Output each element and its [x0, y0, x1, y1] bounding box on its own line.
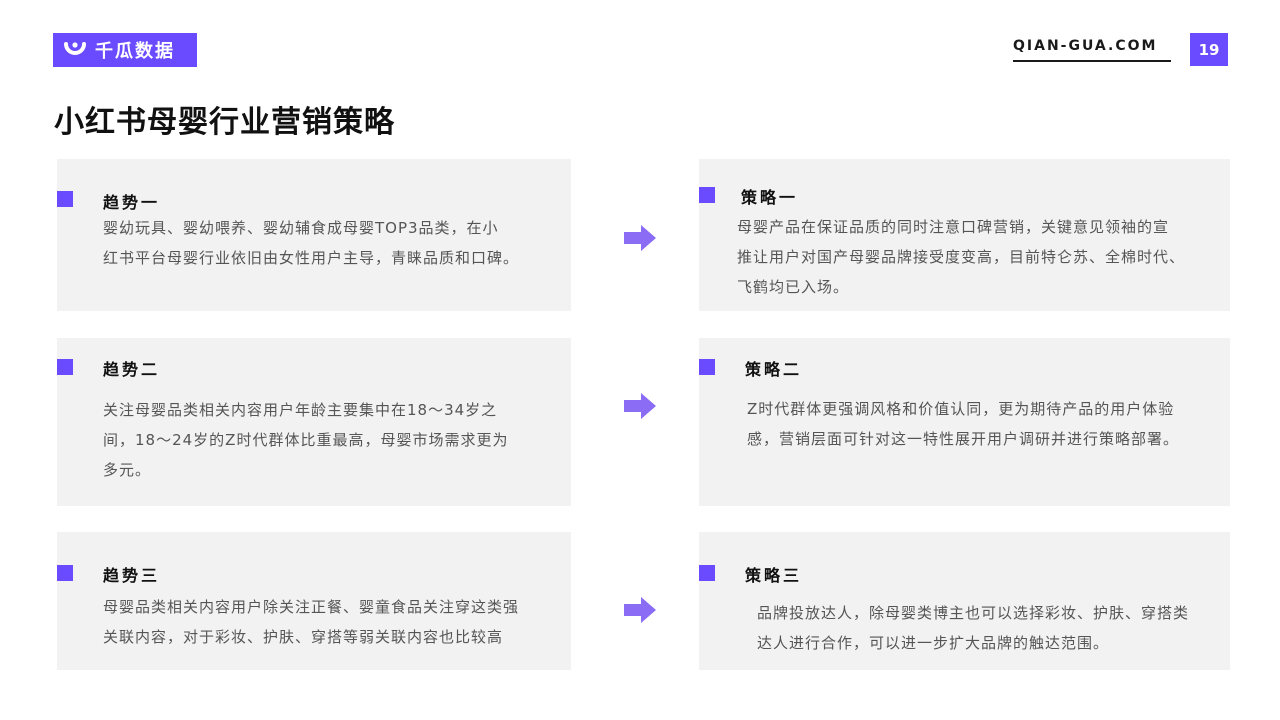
trend-text-line: 红书平台母婴行业依旧由女性用户主导，青睐品质和口碑。 [103, 249, 520, 267]
strategy-text-line: Z时代群体更强调风格和价值认同，更为期待产品的用户体验 [747, 400, 1175, 418]
brand-name: 千瓜数据 [95, 41, 175, 62]
trend-text-3: 母婴品类相关内容用户除关注正餐、婴童食品关注穿这类强 关联内容，对于彩妆、护肤、… [103, 592, 519, 652]
strategy-text-line: 感，营销层面可针对这一特性展开用户调研并进行策略部署。 [747, 430, 1180, 448]
trend-heading-3: 趋势三 [103, 566, 161, 585]
strategy-card-1 [699, 159, 1230, 311]
brand-logo: 千瓜数据 [53, 33, 197, 67]
trend-text-line: 间，18～24岁的Z时代群体比重最高，母婴市场需求更为 [103, 431, 509, 449]
strategy-bullet-1 [699, 187, 715, 203]
page-title: 小红书母婴行业营销策略 [54, 105, 395, 140]
strategy-text-1: 母婴产品在保证品质的同时注意口碑营销，关键意见领袖的宣 推让用户对国产母婴品牌接… [737, 212, 1185, 302]
trend-card-1 [57, 159, 571, 311]
trend-text-line: 婴幼玩具、婴幼喂养、婴幼辅食成母婴TOP3品类，在小 [103, 219, 499, 237]
strategy-heading-2: 策略二 [745, 360, 803, 379]
arrow-right-icon [624, 597, 656, 623]
trend-text-line: 母婴品类相关内容用户除关注正餐、婴童食品关注穿这类强 [103, 598, 520, 616]
strategy-text-2: Z时代群体更强调风格和价值认同，更为期待产品的用户体验 感，营销层面可针对这一特… [747, 394, 1179, 454]
trend-text-line: 多元。 [103, 461, 152, 479]
trend-text-line: 关注母婴品类相关内容用户年龄主要集中在18～34岁之 [103, 401, 498, 419]
trend-card-2 [57, 338, 571, 506]
trend-bullet-1 [57, 191, 73, 207]
trend-heading-1: 趋势一 [103, 193, 161, 212]
trend-card-3 [57, 532, 571, 670]
strategy-heading-3: 策略三 [745, 566, 803, 585]
arrow-right-icon [624, 225, 656, 251]
qiangua-logo-icon [63, 39, 89, 61]
trend-bullet-3 [57, 565, 73, 581]
site-url[interactable]: QIAN-GUA.COM [1013, 38, 1171, 62]
strategy-text-3: 品牌投放达人，除母婴类博主也可以选择彩妆、护肤、穿搭类 达人进行合作，可以进一步… [757, 598, 1189, 658]
trend-text-line: 关联内容，对于彩妆、护肤、穿搭等弱关联内容也比较高 [103, 628, 504, 646]
strategy-card-3 [699, 532, 1230, 670]
trend-text-1: 婴幼玩具、婴幼喂养、婴幼辅食成母婴TOP3品类，在小 红书平台母婴行业依旧由女性… [103, 213, 519, 273]
strategy-card-2 [699, 338, 1230, 506]
page-number: 19 [1190, 33, 1228, 66]
arrow-right-icon [624, 393, 656, 419]
trend-text-2: 关注母婴品类相关内容用户年龄主要集中在18～34岁之 间，18～24岁的Z时代群… [103, 395, 508, 485]
strategy-bullet-2 [699, 359, 715, 375]
strategy-text-line: 达人进行合作，可以进一步扩大品牌的触达范围。 [757, 634, 1110, 652]
strategy-text-line: 飞鹤均已入场。 [737, 278, 850, 296]
strategy-bullet-3 [699, 565, 715, 581]
strategy-text-line: 品牌投放达人，除母婴类博主也可以选择彩妆、护肤、穿搭类 [757, 604, 1190, 622]
trend-heading-2: 趋势二 [103, 360, 161, 379]
strategy-heading-1: 策略一 [741, 188, 799, 207]
strategy-text-line: 母婴产品在保证品质的同时注意口碑营销，关键意见领袖的宣 [737, 218, 1170, 236]
strategy-text-line: 推让用户对国产母婴品牌接受度变高，目前特仑苏、全棉时代、 [737, 248, 1186, 266]
trend-bullet-2 [57, 359, 73, 375]
